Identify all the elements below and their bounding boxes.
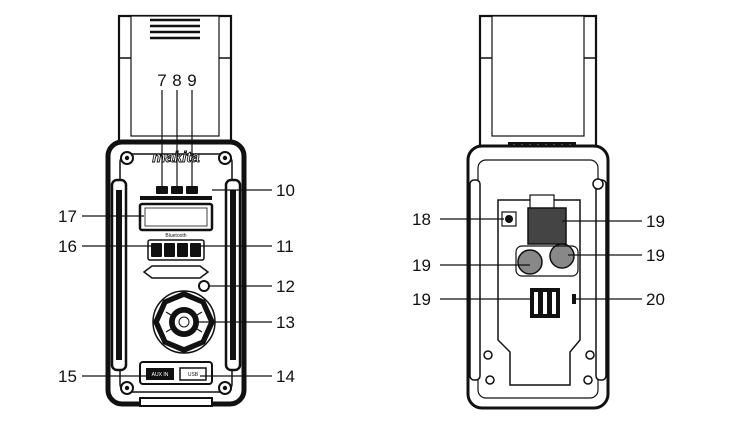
battery-slot-upper <box>527 207 567 245</box>
battery-terminal <box>530 288 560 318</box>
button-12[interactable] <box>198 280 210 292</box>
callout-20: 20 <box>646 290 665 309</box>
back-handle <box>478 14 598 158</box>
back-view <box>466 14 610 410</box>
brand-logo: makita <box>152 149 200 166</box>
tuning-dial[interactable] <box>169 307 199 337</box>
callout-19-right: 19 <box>646 246 665 265</box>
callout-14: 14 <box>276 367 295 386</box>
callout-13: 13 <box>276 313 295 332</box>
callout-19-left: 19 <box>412 256 431 275</box>
callout-9: 9 <box>187 71 196 90</box>
callout-15: 15 <box>58 367 77 386</box>
callout-18: 18 <box>412 210 431 229</box>
front-handle <box>117 14 233 158</box>
callout-16: 16 <box>58 237 77 256</box>
bluetooth-label: Bluetooth <box>165 233 186 239</box>
button-8[interactable] <box>171 186 183 194</box>
preset-button-3[interactable] <box>177 243 188 257</box>
aux-in-port[interactable] <box>146 368 174 380</box>
usb-port[interactable] <box>179 367 207 381</box>
callouts: 7 8 9 10 17 16 11 12 13 14 15 18 19 19 1… <box>58 71 665 386</box>
callout-11: 11 <box>276 237 294 256</box>
callout-19-bottom: 19 <box>412 290 431 309</box>
preset-button-1[interactable] <box>151 243 162 257</box>
top-buttons <box>156 186 198 194</box>
button-7[interactable] <box>156 186 168 194</box>
preset-buttons <box>147 239 205 261</box>
lcd-display <box>138 202 214 232</box>
button-18[interactable] <box>501 211 517 227</box>
preset-button-2[interactable] <box>164 243 175 257</box>
aux-in-label: AUX IN <box>152 372 169 378</box>
callout-8: 8 <box>172 71 181 90</box>
callout-19-top: 19 <box>646 212 665 231</box>
usb-label: USB <box>188 372 199 378</box>
callout-7: 7 <box>157 71 166 90</box>
preset-button-4[interactable] <box>190 243 201 257</box>
front-view: makita Bluetooth <box>105 14 247 407</box>
button-9[interactable] <box>186 186 198 194</box>
callout-12: 12 <box>276 277 295 296</box>
bottom-ports <box>139 361 213 385</box>
coin-battery-holders <box>515 243 579 277</box>
usb-indicator <box>572 294 576 304</box>
callout-10: 10 <box>276 181 295 200</box>
callout-17: 17 <box>58 207 77 226</box>
